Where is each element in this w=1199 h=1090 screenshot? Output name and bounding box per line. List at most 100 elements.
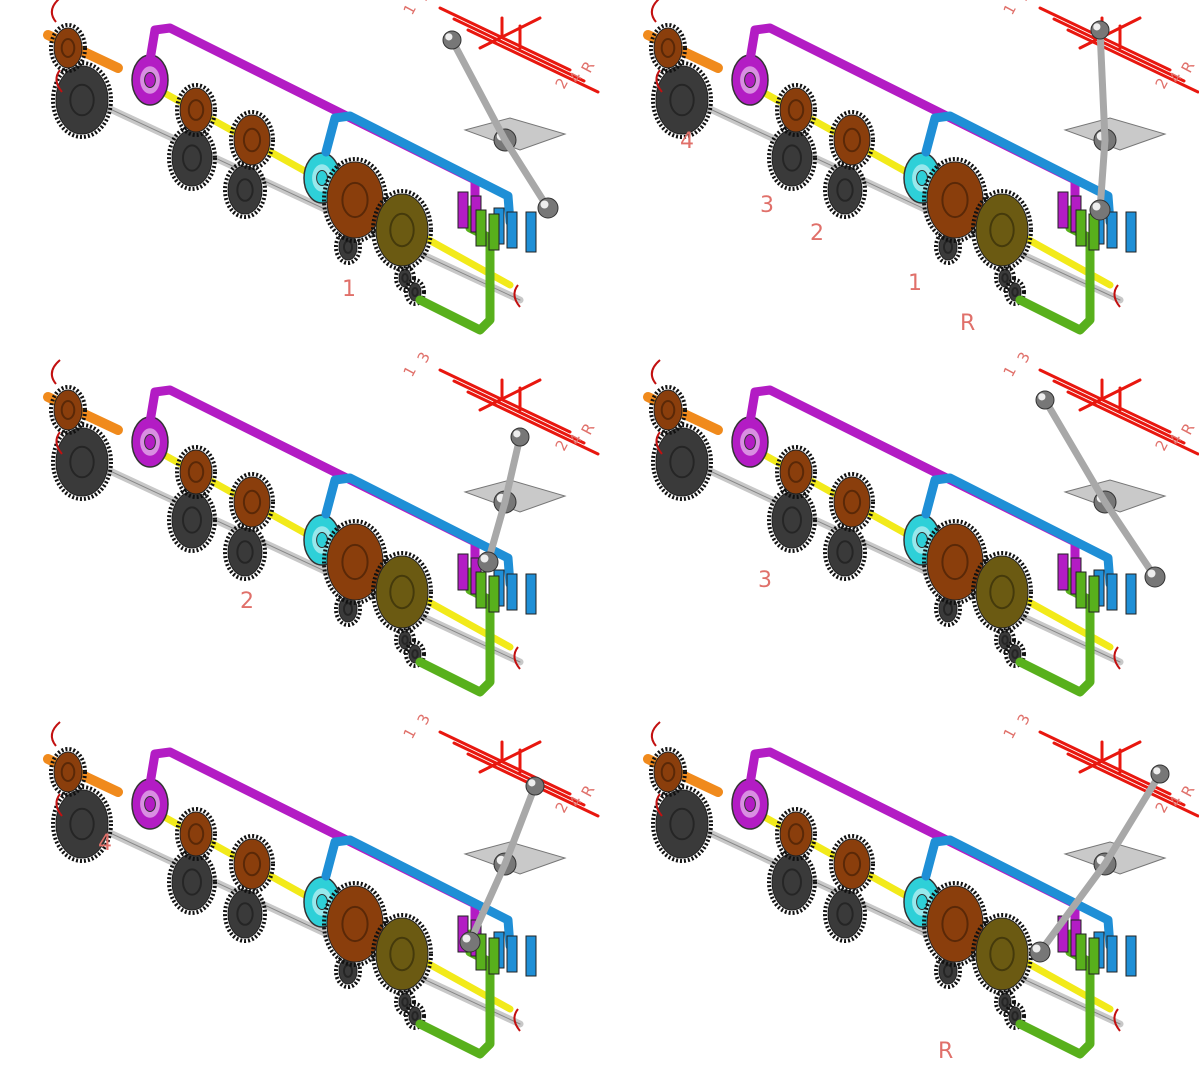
main-gear-2 bbox=[231, 474, 273, 530]
main-gear-r bbox=[373, 915, 431, 993]
input-rotation-arrow bbox=[52, 722, 60, 746]
shift-pattern-label: R bbox=[578, 420, 599, 438]
fork-block-1-2-end bbox=[526, 574, 536, 614]
counter-gear-input bbox=[53, 63, 111, 137]
input-gear bbox=[51, 25, 85, 71]
lever-knob bbox=[1091, 21, 1109, 39]
input-gear bbox=[51, 749, 85, 795]
counter-gear-2 bbox=[225, 163, 265, 217]
lever-end-ball bbox=[1030, 942, 1050, 962]
lever-knob bbox=[1036, 391, 1054, 409]
shift-pattern: 1324R bbox=[400, 349, 599, 454]
counter-gear-2 bbox=[825, 525, 865, 579]
main-gear-3 bbox=[177, 447, 215, 497]
counter-gear-input bbox=[53, 425, 111, 499]
shift-pattern-label: R bbox=[578, 782, 599, 800]
gearbox-panel-p6: 1324RR bbox=[600, 724, 1199, 1086]
lever-end-ball bbox=[538, 198, 558, 218]
main-gear-r bbox=[373, 191, 431, 269]
counter-gear-2 bbox=[225, 525, 265, 579]
main-gear-2 bbox=[831, 474, 873, 530]
counter-shaft-edge bbox=[80, 457, 520, 662]
gear-number-label: 3 bbox=[760, 193, 774, 218]
gear-number-label: 2 bbox=[240, 589, 254, 614]
shift-pattern-rail bbox=[1040, 8, 1170, 70]
shift-pattern-label: 1 bbox=[1000, 1, 1020, 18]
shift-pattern-rail bbox=[440, 370, 570, 432]
gear-number-label: 3 bbox=[758, 568, 772, 593]
shift-pattern-label: 1 bbox=[400, 1, 420, 18]
fork-block-1-2-end bbox=[526, 212, 536, 252]
shift-pattern-label: 3 bbox=[414, 0, 434, 4]
lever-knob bbox=[443, 31, 461, 49]
main-gear-r bbox=[373, 553, 431, 631]
fork-block-1-2-end bbox=[1126, 212, 1136, 252]
shift-pattern-label: 1 bbox=[1000, 725, 1020, 742]
input-rotation-arrow bbox=[652, 360, 660, 384]
shift-pattern: 1324R bbox=[400, 0, 599, 92]
counter-gear-3 bbox=[769, 851, 815, 913]
lever-end-ball bbox=[460, 932, 480, 952]
fork-block-1-2-end bbox=[526, 936, 536, 976]
gear-number-label: R bbox=[938, 1039, 953, 1064]
main-gear-r bbox=[973, 191, 1031, 269]
shift-pattern-label: 3 bbox=[1014, 0, 1034, 4]
input-rotation-arrow bbox=[52, 360, 60, 384]
input-rotation-arrow bbox=[652, 0, 660, 22]
counter-gear-2 bbox=[825, 163, 865, 217]
counter-shaft-edge bbox=[80, 819, 520, 1024]
main-gear-2 bbox=[831, 112, 873, 168]
gear-number-label: 4 bbox=[680, 129, 694, 154]
counter-gear-input bbox=[653, 425, 711, 499]
shift-pattern-label: R bbox=[1178, 58, 1199, 76]
counter-gear-2 bbox=[225, 887, 265, 941]
counter-gear-3 bbox=[169, 127, 215, 189]
input-gear bbox=[651, 749, 685, 795]
lever-end-ball bbox=[1145, 567, 1165, 587]
main-gear-2 bbox=[831, 836, 873, 892]
shift-pattern-label: R bbox=[1178, 420, 1199, 438]
lever-stick bbox=[1045, 400, 1105, 502]
gear-number-label: R bbox=[960, 311, 975, 336]
counter-gear-input bbox=[653, 63, 711, 137]
fork-block-1-2-end bbox=[1126, 574, 1136, 614]
counter-shaft-edge bbox=[680, 819, 1120, 1024]
main-gear-r bbox=[973, 915, 1031, 993]
lever-stick bbox=[452, 40, 505, 140]
shift-pattern-label: 1 bbox=[400, 725, 420, 742]
lever-knob bbox=[1151, 765, 1169, 783]
counter-gear-3 bbox=[769, 489, 815, 551]
counter-gear-input bbox=[653, 787, 711, 861]
main-gear-3 bbox=[777, 809, 815, 859]
main-gear-3 bbox=[777, 447, 815, 497]
gearbox-panel-p2: 1324R4321R bbox=[600, 0, 1199, 362]
main-gear-2 bbox=[231, 112, 273, 168]
counter-gear-3 bbox=[769, 127, 815, 189]
main-gear-3 bbox=[777, 85, 815, 135]
gearbox-panel-p3: 1324R2 bbox=[0, 362, 600, 724]
gear-lever bbox=[465, 428, 565, 572]
lever-end-ball bbox=[478, 552, 498, 572]
gearbox-panel-p1: 1324R1 bbox=[0, 0, 600, 362]
main-gear-3 bbox=[177, 85, 215, 135]
shift-pattern-label: R bbox=[578, 58, 599, 76]
gear-number-label: 4 bbox=[98, 831, 112, 856]
fork-block-1-2-end bbox=[1126, 936, 1136, 976]
input-rotation-arrow bbox=[652, 722, 660, 746]
lever-stick bbox=[1100, 30, 1105, 140]
counter-gear-3 bbox=[169, 851, 215, 913]
main-gear-3 bbox=[177, 809, 215, 859]
gear-number-label: 2 bbox=[810, 221, 824, 246]
lever-end-ball bbox=[1090, 200, 1110, 220]
counter-gear-3 bbox=[169, 489, 215, 551]
counter-gear-2 bbox=[825, 887, 865, 941]
shift-pattern-label: 1 bbox=[400, 363, 420, 380]
input-gear bbox=[651, 387, 685, 433]
gear-number-label: 1 bbox=[342, 277, 356, 302]
counter-shaft-edge bbox=[680, 95, 1120, 300]
